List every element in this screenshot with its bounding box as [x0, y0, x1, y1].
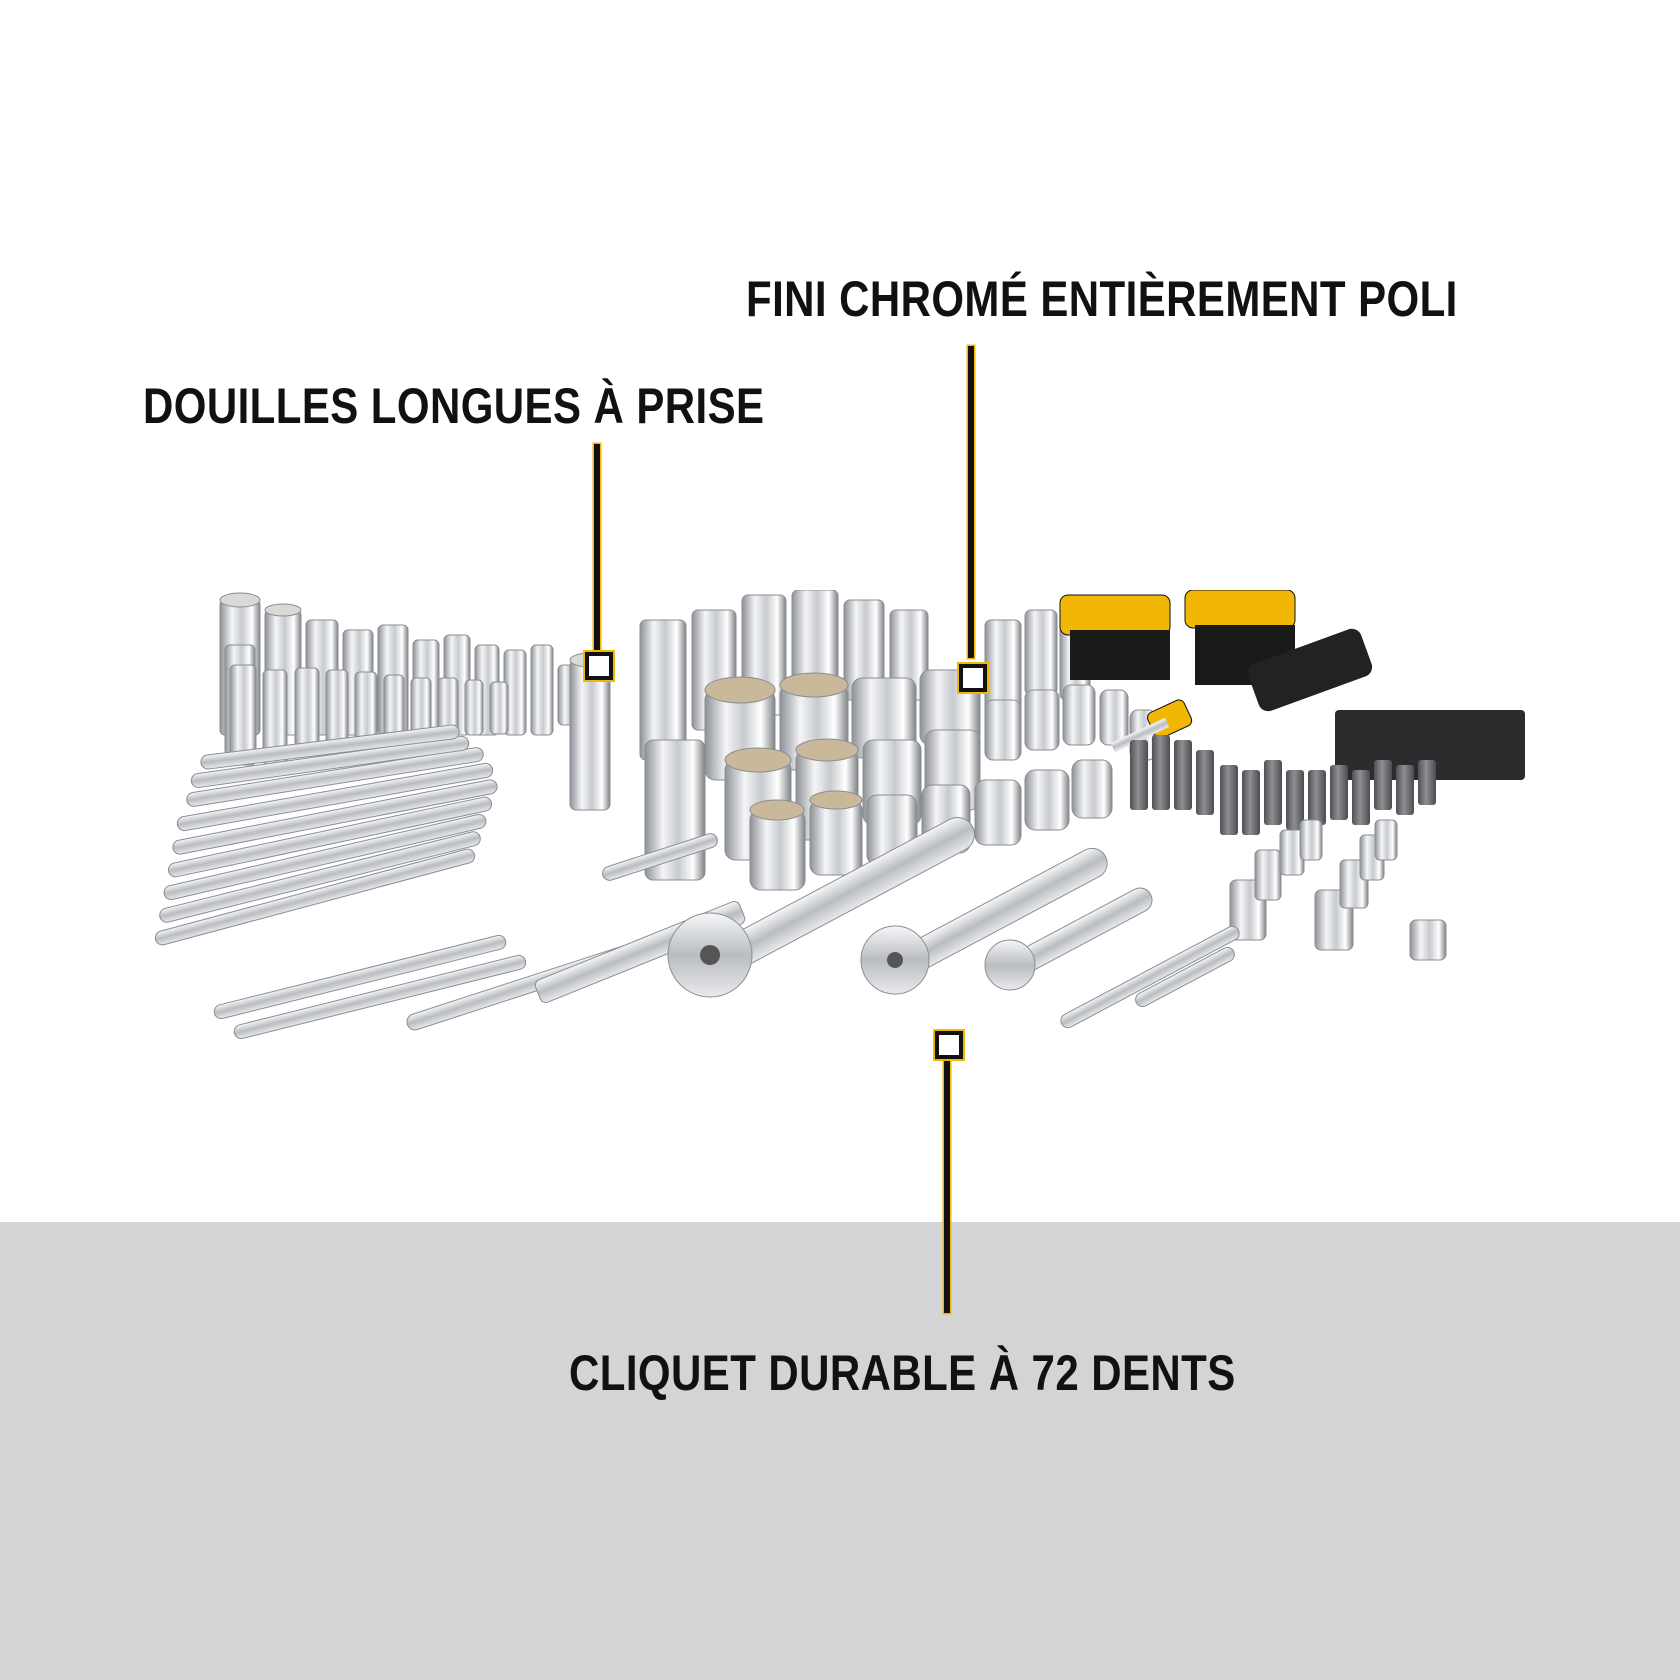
- hex-key-sets: [1059, 590, 1373, 753]
- driver-bits-group: [1130, 710, 1525, 835]
- small-sockets-group: [1229, 819, 1447, 961]
- callout-ratchet-line: [944, 1057, 950, 1313]
- callout-long-sockets-line: [594, 444, 600, 650]
- callout-chrome-finish-line: [968, 346, 974, 658]
- callout-ratchet-label: CLIQUET DURABLE À 72 DENTS: [569, 1345, 1236, 1401]
- ratchets-group: [667, 817, 1153, 998]
- callout-chrome-finish-label: FINI CHROMÉ ENTIÈREMENT POLI: [746, 271, 1458, 327]
- callout-ratchet-marker: [935, 1031, 963, 1059]
- callout-long-sockets-label: DOUILLES LONGUES À PRISE: [143, 378, 765, 434]
- tool-set-photo: [154, 590, 1525, 1040]
- long-sockets-group: [219, 592, 611, 811]
- bottom-gray-band: [0, 1222, 1680, 1680]
- medium-sockets-group: [749, 609, 1157, 891]
- callout-chrome-finish-marker: [959, 664, 987, 692]
- combination-wrenches-group: [154, 724, 527, 1040]
- standard-sockets-group: [639, 590, 981, 881]
- callout-long-sockets-marker: [585, 652, 613, 680]
